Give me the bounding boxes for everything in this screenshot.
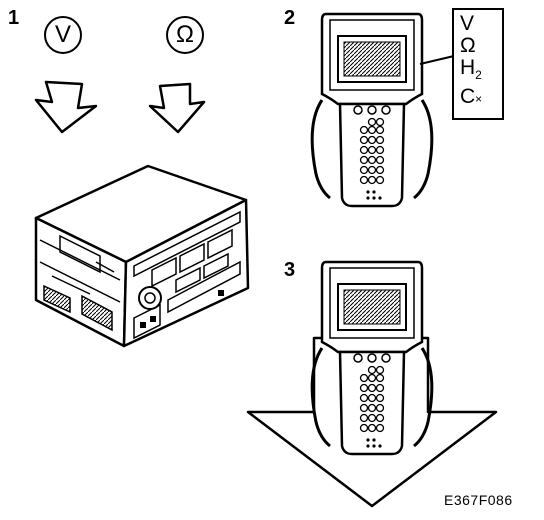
arrow-down-left bbox=[34, 80, 98, 134]
step-number-2: 2 bbox=[284, 7, 296, 29]
voltage-mode-symbol: V bbox=[44, 16, 82, 54]
arrow-down-right bbox=[148, 82, 206, 134]
scan-tool-step2 bbox=[310, 12, 434, 208]
step-number-3: 3 bbox=[284, 259, 296, 281]
display-modes-legend: V Ω H2 C× bbox=[452, 8, 504, 120]
voltage-mode-label: V bbox=[54, 21, 71, 48]
resistance-mode-symbol: Ω bbox=[166, 16, 204, 54]
display-mode-voltage: V bbox=[460, 12, 475, 35]
resistance-mode-label: Ω bbox=[176, 21, 194, 48]
radio-volume-knob bbox=[138, 286, 162, 310]
step-number-1: 1 bbox=[8, 7, 20, 29]
display-mode-hydrogen: H2 bbox=[460, 56, 482, 83]
display-mode-resistance: Ω bbox=[460, 34, 476, 57]
figure-code: E367F086 bbox=[444, 492, 513, 508]
display-leader-line bbox=[419, 55, 455, 65]
display-mode-cx: C× bbox=[460, 85, 483, 109]
